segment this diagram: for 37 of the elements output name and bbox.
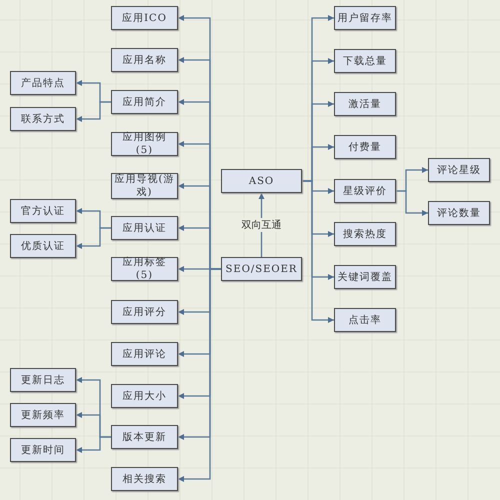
process-box: 应用ICO	[111, 6, 178, 30]
process-box: 官方认证	[10, 199, 76, 223]
process-box: 点击率	[334, 308, 396, 332]
process-box: ASO	[221, 169, 302, 193]
process-box: 优质认证	[10, 234, 76, 258]
process-box: 应用认证	[111, 216, 178, 240]
process-box: SEO/SEOER	[221, 257, 302, 281]
arrow	[76, 227, 111, 249]
process-box: 应用简介	[111, 90, 178, 114]
process-box: 下载总量	[334, 49, 396, 73]
process-box: 应用标签(5)	[111, 257, 178, 281]
process-box: 用户留存率	[334, 6, 396, 30]
process-box: 评论星级	[428, 158, 490, 182]
process-box: 更新日志	[10, 368, 76, 392]
process-box: 产品特点	[10, 71, 76, 95]
process-box: 应用评分	[111, 300, 178, 324]
process-box: 付费量	[334, 135, 396, 159]
process-box: 更新时间	[10, 438, 76, 462]
process-box: 更新频率	[10, 403, 76, 427]
process-box: 联系方式	[10, 107, 76, 131]
process-box: 应用图例(5)	[111, 132, 178, 156]
process-box: 关键词覆盖	[334, 265, 396, 289]
arrow	[76, 101, 111, 122]
process-box: 相关搜索	[111, 467, 178, 491]
process-box: 应用导视(游戏)	[111, 173, 178, 199]
process-box: 版本更新	[111, 425, 178, 449]
process-box: 激活量	[334, 92, 396, 116]
process-box: 应用评论	[111, 342, 178, 366]
arrow	[76, 436, 111, 453]
process-box: 搜索热度	[334, 222, 396, 246]
arrow	[396, 190, 428, 216]
process-box: 星级评价	[334, 179, 396, 203]
edge-label: 双向互通	[240, 218, 284, 232]
arrow	[178, 268, 221, 482]
process-box: 应用大小	[111, 384, 178, 408]
process-box: 应用名称	[111, 48, 178, 72]
process-box: 评论数量	[428, 201, 490, 225]
